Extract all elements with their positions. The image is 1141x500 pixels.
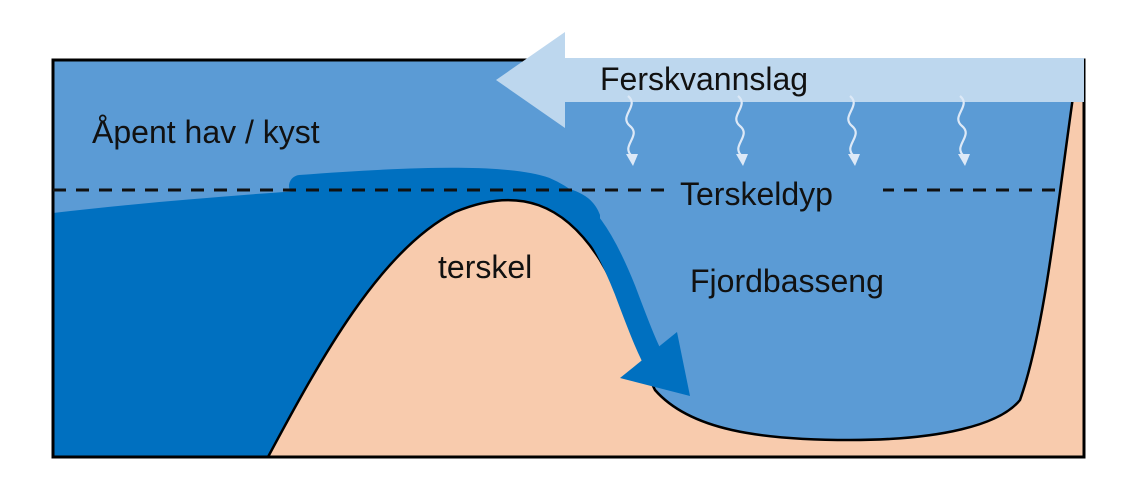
wavy-arrow-2 [735, 95, 745, 157]
wavy-arrow-1-head [626, 154, 638, 166]
open-sea-label: Åpent hav / kyst [92, 114, 320, 150]
sill-depth-label: Terskeldyp [680, 176, 833, 212]
sill-depth-label-bg [668, 172, 883, 212]
sill-label: terskel [438, 249, 532, 285]
freshwater-layer-label: Ferskvannslag [600, 61, 808, 97]
wavy-arrow-3 [847, 95, 857, 157]
wavy-arrow-4-head [958, 154, 970, 166]
wavy-arrow-4 [957, 95, 967, 157]
wavy-arrows [625, 95, 970, 166]
wavy-arrow-2-head [736, 154, 748, 166]
inflow-arrow-head [620, 332, 690, 396]
freshwater-layer-arrow [496, 32, 1084, 128]
seabed-sill [268, 88, 1084, 457]
seabed-outline [266, 89, 1076, 458]
fjord-basin-label: Fjordbasseng [690, 263, 884, 299]
inflow-arrow-shaft [289, 167, 666, 373]
wavy-arrow-1 [625, 95, 635, 157]
wavy-arrow-3-head [848, 154, 860, 166]
